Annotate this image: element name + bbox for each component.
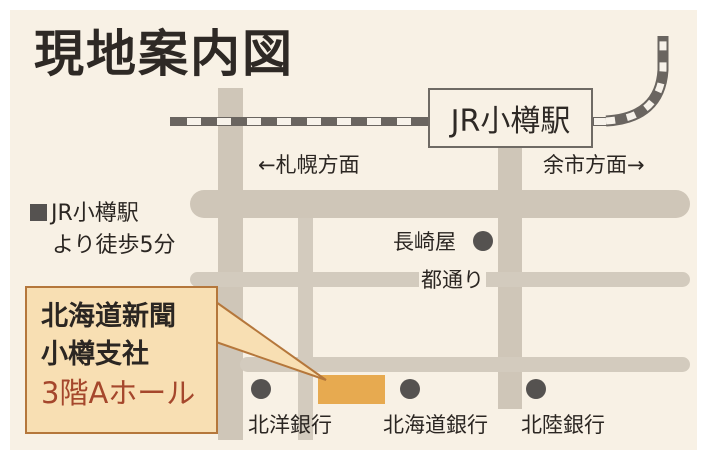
railway-line bbox=[170, 117, 428, 126]
station-jr-otaru: JR小樽駅 bbox=[428, 88, 593, 148]
road-vertical-middle bbox=[298, 195, 313, 440]
venue-line2: 小樽支社 bbox=[41, 339, 149, 370]
landmark-dot-icon bbox=[251, 379, 271, 399]
landmark-hokkaido-bank: 北海道銀行 bbox=[383, 413, 488, 437]
street-name-miyako-dori: 都通り bbox=[419, 267, 486, 293]
direction-yoichi: 余市方面→ bbox=[543, 153, 645, 177]
square-bullet-icon bbox=[30, 204, 47, 221]
venue-building bbox=[318, 375, 385, 404]
landmark-nagasakiya: 長崎屋 bbox=[393, 230, 456, 254]
railway-curve bbox=[605, 36, 669, 127]
landmark-dot-icon bbox=[473, 231, 493, 251]
station-label: JR小樽駅 bbox=[450, 104, 571, 139]
road-horizontal-north bbox=[190, 190, 690, 218]
direction-sapporo: ←札幌方面 bbox=[258, 153, 360, 177]
map-title: 現地案内図 bbox=[34, 25, 294, 83]
road-horizontal-south bbox=[240, 357, 690, 372]
venue-line3: 3階Aホール bbox=[41, 376, 196, 410]
access-note-line1: JR小樽駅 bbox=[51, 201, 139, 226]
venue-line1: 北海道新聞 bbox=[41, 301, 176, 332]
access-note: JR小樽駅 より徒歩5分 bbox=[30, 198, 176, 262]
landmark-dot-icon bbox=[526, 379, 546, 399]
road-vertical-west bbox=[218, 88, 243, 440]
callout-pointer bbox=[214, 300, 327, 381]
venue-callout: 北海道新聞 小樽支社 3階Aホール bbox=[25, 286, 218, 434]
access-note-line2: より徒歩5分 bbox=[52, 233, 176, 258]
landmark-hokuyo-bank: 北洋銀行 bbox=[248, 413, 332, 437]
landmark-hokuriku-bank: 北陸銀行 bbox=[521, 413, 605, 437]
landmark-dot-icon bbox=[400, 379, 420, 399]
